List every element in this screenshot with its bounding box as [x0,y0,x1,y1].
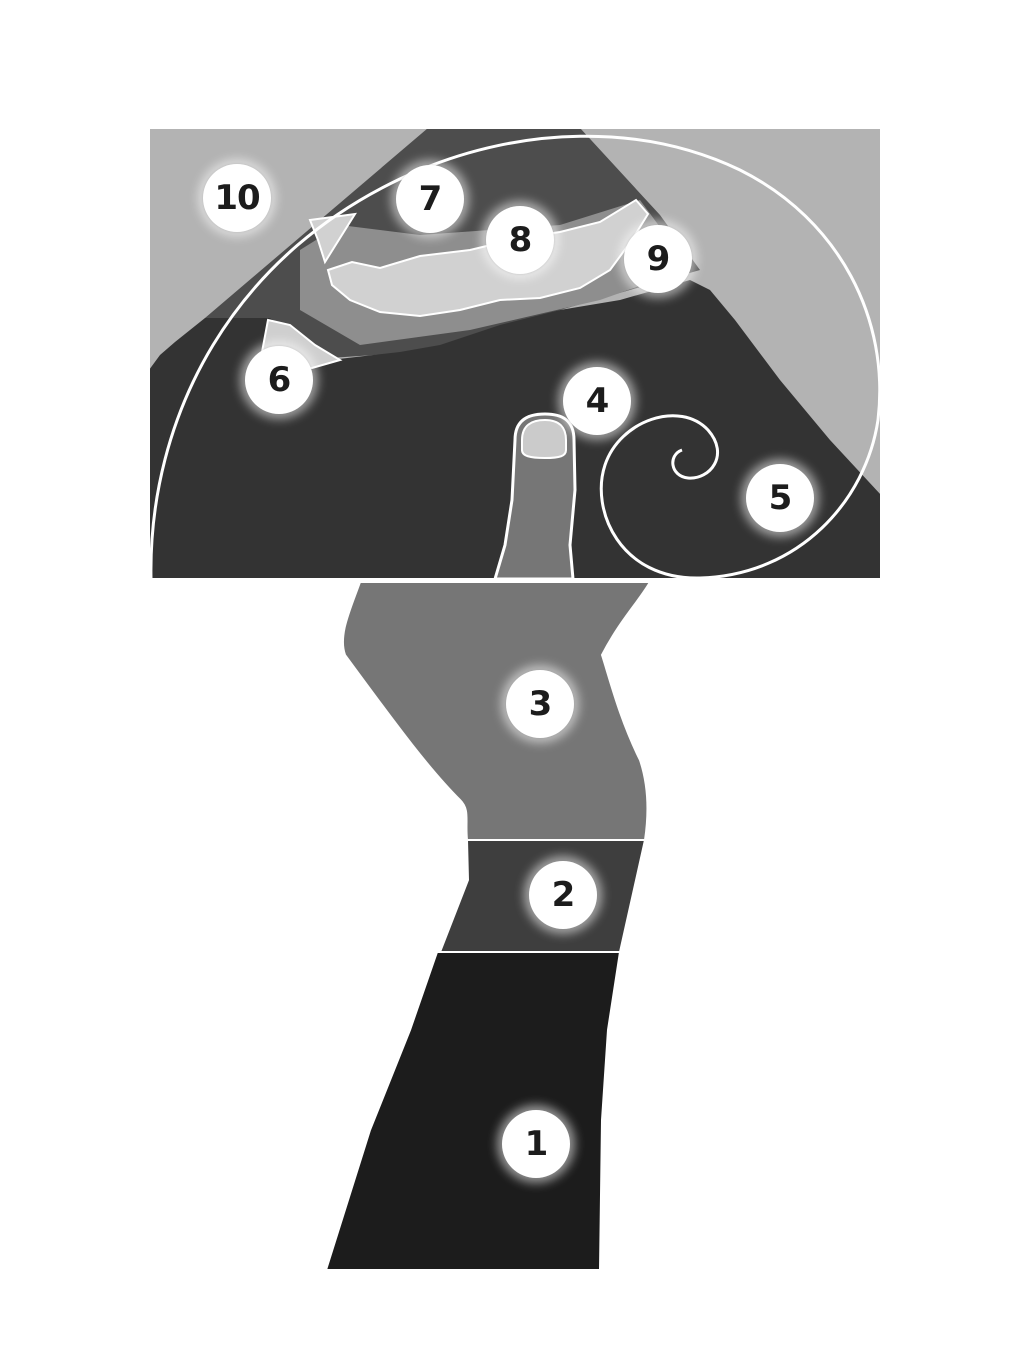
marker-6-label: 6 [267,360,292,400]
region-4-fingernail [521,418,567,460]
golden-spiral [149,134,882,580]
marker-3-label: 3 [528,684,553,724]
marker-3: 3 [506,670,574,738]
region-1-forearm [324,951,622,1271]
marker-6: 6 [245,346,313,414]
marker-1: 1 [502,1110,570,1178]
marker-1-label: 1 [524,1124,549,1164]
marker-10: 10 [203,164,271,232]
marker-5-label: 5 [768,478,793,518]
marker-7: 7 [396,165,464,233]
marker-10-label: 10 [214,178,260,218]
marker-9: 9 [624,225,692,293]
marker-9-label: 9 [646,239,671,279]
marker-2-label: 2 [551,875,576,915]
scene-panel [148,127,882,581]
marker-4-label: 4 [585,381,610,421]
marker-8-label: 8 [508,220,533,260]
marker-5: 5 [746,464,814,532]
marker-2: 2 [529,861,597,929]
marker-4: 4 [563,367,631,435]
marker-8: 8 [486,206,554,274]
panel-frame [148,127,882,580]
marker-7-label: 7 [418,179,443,219]
